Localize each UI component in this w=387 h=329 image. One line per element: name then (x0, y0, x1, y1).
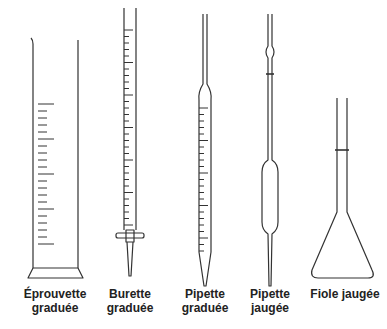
tick-mark (38, 111, 47, 112)
tick-mark (124, 88, 129, 89)
tick-mark (124, 160, 133, 161)
tick-mark (38, 195, 47, 196)
tick-mark (124, 30, 133, 31)
burette-tip (127, 242, 133, 276)
graduated-pipette-outline (199, 14, 211, 286)
tick-mark (124, 179, 129, 180)
tick-mark (199, 179, 204, 180)
tick-mark (124, 82, 129, 83)
tick-mark (199, 244, 204, 245)
tick-mark (124, 153, 129, 154)
tick-mark (124, 36, 129, 37)
tick-mark (124, 62, 133, 63)
tick-mark (38, 223, 47, 224)
tick-mark (38, 104, 54, 105)
tick-mark (38, 188, 47, 189)
tick-mark (124, 108, 129, 109)
tick-mark (124, 212, 129, 213)
tick-mark (199, 114, 204, 115)
tick-mark (124, 121, 129, 122)
tick-mark (124, 56, 129, 57)
instrument-name: Pipette graduée (170, 287, 240, 315)
tick-mark (199, 134, 204, 135)
tick-mark (38, 125, 47, 126)
cylinder-base (28, 268, 83, 278)
tick-mark (124, 69, 129, 70)
volumetric-pipette-outline (262, 14, 278, 286)
tick-mark (199, 166, 204, 167)
tick-mark (199, 199, 204, 200)
tick-mark (124, 101, 129, 102)
tick-mark (124, 173, 129, 174)
tick-mark (38, 181, 47, 182)
tick-mark (199, 160, 204, 161)
tick-mark (199, 238, 208, 239)
tick-mark (199, 212, 204, 213)
instrument-name: Éprouvette graduée (20, 287, 90, 315)
tick-mark (199, 173, 208, 174)
tick-mark (38, 216, 47, 217)
tick-mark (38, 160, 47, 161)
tick-mark (199, 225, 204, 226)
burette-ticks (124, 30, 133, 225)
tick-mark (124, 199, 129, 200)
burette-stopcock-body (126, 230, 134, 242)
tick-mark (38, 153, 47, 154)
instrument-name: Fiole jaugée (310, 287, 380, 301)
flask-mark (335, 149, 349, 151)
tick-mark (38, 139, 54, 140)
tick-mark (124, 205, 129, 206)
tick-mark (38, 167, 47, 168)
tick-mark (124, 192, 133, 193)
tick-mark (38, 209, 54, 210)
tick-mark (199, 153, 204, 154)
tick-mark (38, 244, 54, 245)
flask-outline (312, 98, 374, 278)
tick-mark (124, 75, 129, 76)
tick-mark (38, 146, 47, 147)
instrument-name: Burette graduée (95, 287, 165, 315)
tick-mark (199, 251, 204, 252)
tick-mark (38, 174, 54, 175)
tick-mark (199, 218, 204, 219)
tick-mark (124, 127, 133, 128)
tick-mark (124, 95, 133, 96)
burette-tube (124, 8, 136, 230)
tick-mark (199, 121, 204, 122)
tick-mark (124, 43, 129, 44)
tick-mark (199, 231, 204, 232)
tick-mark (124, 147, 129, 148)
volumetric-pipette-mark (266, 73, 274, 75)
tick-mark (124, 114, 129, 115)
tick-mark (199, 140, 208, 141)
tick-mark (38, 132, 47, 133)
tick-mark (199, 205, 208, 206)
tick-mark (124, 134, 129, 135)
cylinder-ticks (38, 104, 54, 244)
tick-mark (199, 127, 204, 128)
tick-mark (38, 118, 47, 119)
tick-mark (38, 202, 47, 203)
tick-mark (199, 147, 204, 148)
tick-mark (38, 237, 47, 238)
graduated-pipette-ticks (199, 108, 208, 251)
burette-stopcock-handle (116, 233, 144, 238)
tick-mark (124, 140, 129, 141)
tick-mark (199, 192, 204, 193)
tick-mark (38, 230, 47, 231)
tick-mark (199, 108, 208, 109)
tick-mark (124, 225, 133, 226)
tick-mark (124, 186, 129, 187)
tick-mark (199, 186, 204, 187)
instrument-name: Pipette jaugée (235, 287, 305, 315)
tick-mark (124, 166, 129, 167)
tick-mark (124, 49, 129, 50)
cylinder-outline (31, 38, 78, 268)
tick-mark (124, 218, 129, 219)
